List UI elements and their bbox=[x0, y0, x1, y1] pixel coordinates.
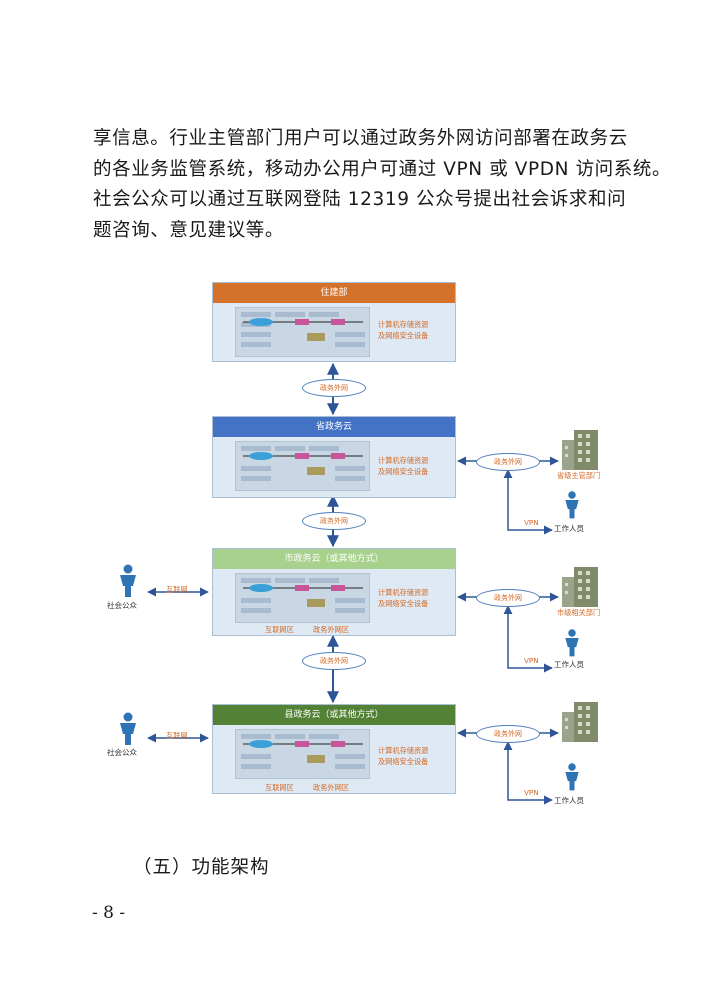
resource-line2: 及网络安全设备 bbox=[378, 757, 429, 766]
building-icon bbox=[562, 567, 598, 607]
server-rack-icon bbox=[235, 441, 370, 491]
panel-city: 市政务云（或其他方式） 计算机存储资源 及网络安全设备 互联网区 政务外网区 bbox=[212, 548, 456, 636]
server-rack-icon bbox=[235, 573, 370, 623]
panel-title: 住建部 bbox=[213, 283, 455, 303]
internet-label-1: 互联网 bbox=[166, 585, 188, 594]
person-icon bbox=[120, 712, 136, 745]
staff-label-2: 工作人员 bbox=[554, 660, 584, 669]
staff-label-3: 工作人员 bbox=[554, 796, 584, 805]
person-icon bbox=[565, 491, 579, 519]
section-heading: （五）功能架构 bbox=[133, 857, 270, 878]
panel-province: 省政务云 计算机存储资源 及网络安全设备 bbox=[212, 416, 456, 498]
text-line-3: 社会公众可以通过互联网登陆 12319 公众号提出社会诉求和问 bbox=[93, 189, 627, 210]
text-line-4: 题咨询、意见建议等。 bbox=[93, 219, 285, 241]
public-label-2: 社会公众 bbox=[107, 748, 137, 757]
vpn-path-3 bbox=[503, 741, 553, 805]
staff-label-1: 工作人员 bbox=[554, 524, 584, 533]
vpn-label-1: VPN bbox=[524, 518, 539, 527]
text-line-1: 享信息。行业主管部门用户可以通过政务外网访问部署在政务云 bbox=[93, 128, 628, 149]
side-net-cloud-2: 政务外网 bbox=[476, 589, 540, 607]
zone-internet: 互联网区 bbox=[265, 783, 294, 792]
server-rack-icon bbox=[235, 307, 370, 357]
gov-net-cloud-3: 政务外网 bbox=[302, 652, 366, 670]
gov-net-cloud-2: 政务外网 bbox=[302, 512, 366, 530]
page-number: - 8 - bbox=[92, 903, 126, 923]
vpn-path-2 bbox=[503, 605, 553, 673]
text-line-2: 的各业务监管系统，移动办公用户可通过 VPN 或 VPDN 访问系统。 bbox=[93, 158, 672, 180]
internet-label-2: 互联网 bbox=[166, 731, 188, 740]
vpn-label-2: VPN bbox=[524, 656, 539, 665]
resource-line2: 及网络安全设备 bbox=[378, 467, 429, 476]
person-icon bbox=[565, 763, 579, 791]
resource-line2: 及网络安全设备 bbox=[378, 599, 429, 608]
person-icon bbox=[565, 629, 579, 657]
side-net-cloud-1: 政务外网 bbox=[476, 453, 540, 471]
panel-title: 县政务云（或其他方式） bbox=[213, 705, 455, 725]
side-net-cloud-3: 政务外网 bbox=[476, 725, 540, 743]
dept-label-1: 省级主管部门 bbox=[557, 471, 601, 480]
public-label-1: 社会公众 bbox=[107, 601, 137, 610]
zone-gov-net: 政务外网区 bbox=[313, 783, 349, 792]
zone-gov-net: 政务外网区 bbox=[313, 625, 349, 634]
resource-line1: 计算机存储资源 bbox=[378, 456, 429, 465]
resource-line1: 计算机存储资源 bbox=[378, 320, 429, 329]
building-icon bbox=[562, 430, 598, 470]
panel-ministry: 住建部 计算机存储资源 及网络安全设备 bbox=[212, 282, 456, 362]
dept-label-2: 市级相关部门 bbox=[557, 608, 601, 617]
resource-line1: 计算机存储资源 bbox=[378, 588, 429, 597]
panel-county: 县政务云（或其他方式） 计算机存储资源 及网络安全设备 互联网区 政务外网区 bbox=[212, 704, 456, 794]
body-paragraph: 享信息。行业主管部门用户可以通过政务外网访问部署在政务云 的各业务监管系统，移动… bbox=[93, 124, 672, 246]
person-icon bbox=[120, 564, 136, 597]
building-icon bbox=[562, 702, 598, 742]
resource-line1: 计算机存储资源 bbox=[378, 746, 429, 755]
resource-line2: 及网络安全设备 bbox=[378, 331, 429, 340]
panel-title: 市政务云（或其他方式） bbox=[213, 549, 455, 569]
zone-internet: 互联网区 bbox=[265, 625, 294, 634]
gov-net-cloud-1: 政务外网 bbox=[302, 379, 366, 397]
vpn-path-1 bbox=[503, 469, 553, 535]
vpn-label-3: VPN bbox=[524, 788, 539, 797]
server-rack-icon bbox=[235, 729, 370, 779]
panel-title: 省政务云 bbox=[213, 417, 455, 437]
